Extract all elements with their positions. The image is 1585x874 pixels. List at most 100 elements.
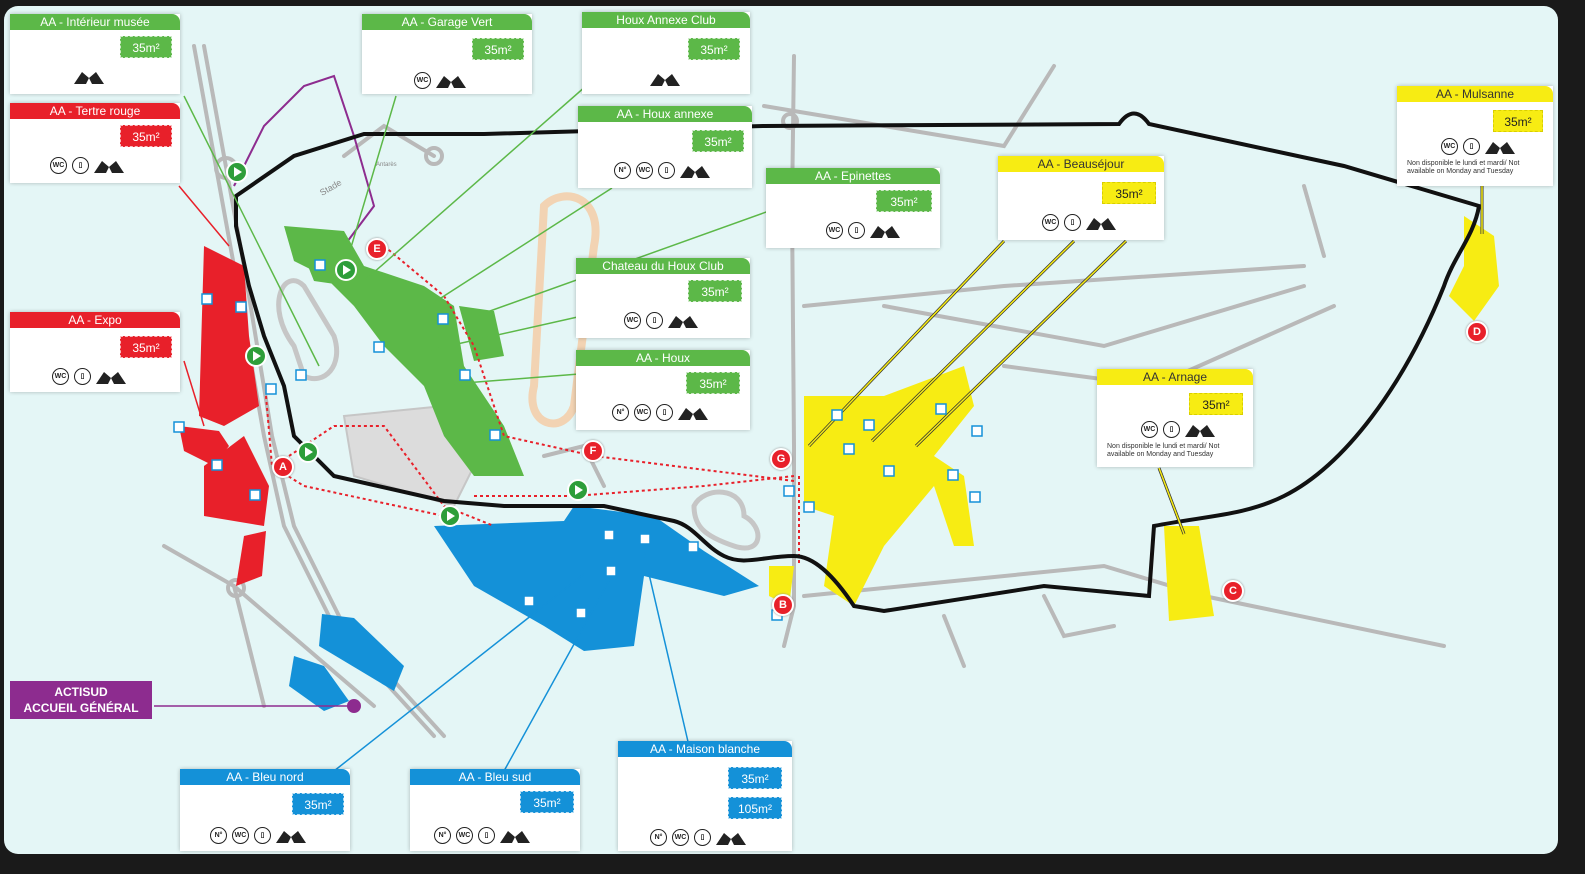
- marker-f[interactable]: F: [582, 440, 604, 462]
- number-icon: N°: [614, 162, 631, 179]
- wc-icon: WC: [414, 72, 431, 89]
- card-houx[interactable]: AA - Houx 35m² N° WC ▯: [576, 350, 750, 430]
- wc-icon: WC: [1141, 421, 1158, 438]
- tent-icon: [1485, 141, 1515, 154]
- size-badge: 35m²: [120, 125, 172, 147]
- door-icon: ▯: [74, 368, 91, 385]
- card-epinettes[interactable]: AA - Epinettes 35m² WC ▯: [766, 168, 940, 248]
- card-arnage[interactable]: AA - Arnage 35m² WC ▯ Non disponible le …: [1097, 369, 1253, 467]
- door-icon: ▯: [254, 827, 271, 844]
- card-title: AA - Bleu sud: [410, 769, 580, 785]
- red-zones: [179, 246, 269, 586]
- tent-icon: [1086, 217, 1116, 230]
- card-expo[interactable]: AA - Expo 35m² WC ▯: [10, 312, 180, 392]
- card-title: AA - Arnage: [1097, 369, 1253, 385]
- door-icon: ▯: [478, 827, 495, 844]
- number-icon: N°: [210, 827, 227, 844]
- size-badge: 35m²: [120, 336, 172, 358]
- door-icon: ▯: [1163, 421, 1180, 438]
- tent-icon: [276, 830, 306, 843]
- walking-paths: [265, 245, 800, 566]
- marker-a[interactable]: A: [272, 456, 294, 478]
- race-circuit: [234, 111, 1482, 614]
- antares-label: Antarès: [376, 162, 397, 168]
- card-title: AA - Tertre rouge: [10, 103, 180, 119]
- card-title: AA - Intérieur musée: [10, 14, 180, 30]
- size-badge: 35m²: [1493, 110, 1543, 132]
- actisud-subtitle: ACCUEIL GÉNÉRAL: [23, 701, 139, 715]
- actisud-dot: [347, 699, 361, 713]
- marker-c[interactable]: C: [1222, 580, 1244, 602]
- bugatti-kart-track: [691, 489, 761, 551]
- tent-icon: [650, 74, 680, 86]
- card-interieur-musee[interactable]: AA - Intérieur musée 35m²: [10, 14, 180, 94]
- door-icon: ▯: [658, 162, 675, 179]
- card-beausejour[interactable]: AA - Beauséjour 35m² WC ▯: [998, 156, 1164, 240]
- card-houx-annexe-club[interactable]: Houx Annexe Club 35m²: [582, 12, 750, 94]
- card-title: AA - Epinettes: [766, 168, 940, 184]
- card-title: AA - Garage Vert: [362, 14, 532, 30]
- map-frame: Stade Antarès A B C D E F G AA - Intérie…: [4, 6, 1558, 854]
- marker-e[interactable]: E: [366, 238, 388, 260]
- marker-g[interactable]: G: [770, 448, 792, 470]
- tram-line: [233, 74, 376, 247]
- size-badge: 35m²: [688, 280, 742, 302]
- wc-icon: WC: [1441, 138, 1458, 155]
- card-chateau-houx-club[interactable]: Chateau du Houx Club 35m² WC ▯: [576, 258, 750, 338]
- wc-icon: WC: [636, 162, 653, 179]
- yellow-leaders: [808, 184, 1483, 535]
- card-houx-annexe[interactable]: AA - Houx annexe 35m² N° WC ▯: [578, 106, 752, 188]
- size-badge-large: 105m²: [728, 797, 782, 819]
- card-title: AA - Houx annexe: [578, 106, 752, 122]
- tent-icon: [500, 830, 530, 843]
- size-badge: 35m²: [1102, 182, 1156, 204]
- size-badge: 35m²: [688, 38, 740, 60]
- paddock: [342, 404, 476, 508]
- door-icon: ▯: [656, 404, 673, 421]
- tent-icon: [96, 371, 126, 384]
- red-leaders: [178, 185, 230, 427]
- door-icon: ▯: [848, 222, 865, 239]
- size-badge: 35m²: [876, 190, 932, 212]
- number-icon: N°: [650, 829, 667, 846]
- door-icon: ▯: [694, 829, 711, 846]
- size-badge: 35m²: [520, 791, 574, 813]
- card-tertre-rouge[interactable]: AA - Tertre rouge 35m² WC ▯: [10, 103, 180, 183]
- wc-icon: WC: [624, 312, 641, 329]
- wc-icon: WC: [634, 404, 651, 421]
- marker-b[interactable]: B: [772, 594, 794, 616]
- tent-icon: [94, 160, 124, 173]
- door-icon: ▯: [72, 157, 89, 174]
- loop-road: [276, 278, 340, 382]
- actisud-welcome-box[interactable]: ACTISUD ACCUEIL GÉNÉRAL: [10, 681, 152, 719]
- card-maison-blanche[interactable]: AA - Maison blanche 35m² 105m² N° WC ▯: [618, 741, 792, 851]
- card-title: AA - Houx: [576, 350, 750, 366]
- tent-icon: [870, 225, 900, 238]
- size-badge: 35m²: [292, 793, 344, 815]
- start-markers: [226, 161, 589, 527]
- wc-icon: WC: [826, 222, 843, 239]
- number-icon: N°: [612, 404, 629, 421]
- card-title: AA - Bleu nord: [180, 769, 350, 785]
- blue-leaders: [333, 543, 690, 772]
- stade-label: Stade: [318, 177, 343, 197]
- card-garage-vert[interactable]: AA - Garage Vert 35m² WC: [362, 14, 532, 94]
- tent-icon: [680, 165, 710, 178]
- number-icon: N°: [434, 827, 451, 844]
- size-badge: 35m²: [728, 767, 782, 789]
- kart-track: [528, 192, 600, 428]
- tent-icon: [668, 315, 698, 328]
- availability-note: Non disponible le lundi et mardi/ Not av…: [1107, 443, 1220, 458]
- card-bleu-nord[interactable]: AA - Bleu nord 35m² N° WC ▯: [180, 769, 350, 851]
- card-bleu-sud[interactable]: AA - Bleu sud 35m² N° WC ▯: [410, 769, 580, 851]
- door-icon: ▯: [646, 312, 663, 329]
- wc-icon: WC: [50, 157, 67, 174]
- card-title: AA - Expo: [10, 312, 180, 328]
- green-zones: [284, 226, 524, 476]
- marker-d[interactable]: D: [1466, 321, 1488, 343]
- door-icon: ▯: [1463, 138, 1480, 155]
- size-badge: 35m²: [120, 36, 172, 58]
- card-mulsanne[interactable]: AA - Mulsanne 35m² WC ▯ Non disponible l…: [1397, 86, 1553, 186]
- card-title: AA - Maison blanche: [618, 741, 792, 757]
- size-badge: 35m²: [1189, 393, 1243, 415]
